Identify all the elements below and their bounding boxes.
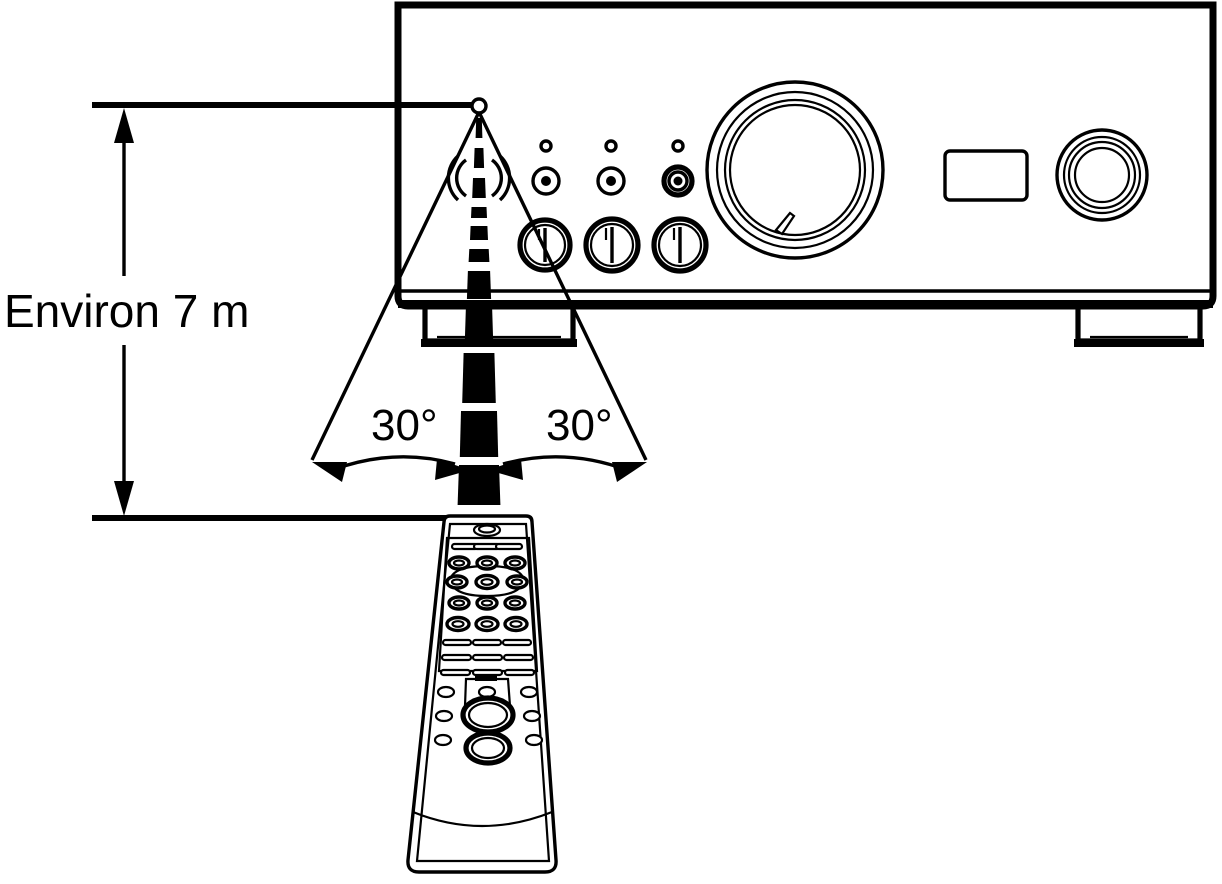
remote-subpanel-tab (475, 676, 497, 681)
remote-bottom-band (412, 810, 553, 828)
remote-round-button (474, 573, 500, 591)
cone-edge-right (477, 111, 648, 461)
remote-large-button-upper[interactable] (460, 695, 516, 735)
dimension-arrow-up (114, 108, 134, 276)
small-knob-3[interactable] (651, 216, 709, 274)
remote-round-button (447, 595, 471, 611)
angle-arc-left (312, 455, 470, 482)
remote-round-button (447, 555, 471, 571)
small-knob-group[interactable] (517, 216, 709, 274)
selector-knob[interactable] (1055, 128, 1149, 222)
beam-apex-point (470, 97, 488, 115)
indicator-led-3 (671, 139, 685, 153)
remote-round-button (445, 615, 471, 633)
remote-round-button-grid[interactable] (445, 555, 529, 633)
remote-control (406, 514, 558, 874)
remote-large-button-lower[interactable] (463, 730, 513, 766)
remote-round-button (503, 595, 527, 611)
jack-2[interactable] (596, 166, 626, 196)
amplifier-foot-right (1074, 306, 1204, 347)
angle-arc-right (488, 455, 647, 482)
indicator-led-2 (604, 139, 618, 153)
remote-round-button (475, 555, 499, 571)
indicator-led-group (539, 139, 685, 153)
jack-3[interactable] (661, 164, 695, 198)
amplifier-foot-left (421, 306, 577, 347)
amplifier-unit (394, 1, 1217, 347)
remote-keypad-panel (437, 536, 539, 673)
remote-body-inner-edge (415, 522, 551, 863)
remote-round-button (474, 615, 500, 633)
remote-round-button (505, 574, 529, 590)
remote-power-button[interactable] (472, 522, 502, 538)
ir-beam-cone: 30° 30° (310, 97, 648, 505)
remote-bar-row-top[interactable] (450, 542, 524, 551)
indicator-led-1 (539, 139, 553, 153)
ir-beam-dashes (457, 118, 501, 505)
remote-round-button (445, 574, 469, 590)
remote-round-button (475, 595, 499, 611)
cone-edge-left (310, 111, 481, 461)
distance-label: Environ 7 m (4, 285, 249, 337)
angle-label-left: 30° (371, 401, 438, 450)
ir-sensor-waves (446, 154, 512, 202)
volume-knob[interactable] (705, 80, 885, 260)
angle-label-right: 30° (546, 401, 613, 450)
jack-group[interactable] (531, 164, 695, 198)
display-window (943, 149, 1029, 202)
remote-bar-row-bottom[interactable] (439, 638, 536, 677)
remote-lower-small-buttons[interactable] (433, 685, 544, 747)
dimension-arrow-down (114, 345, 134, 516)
remote-round-button (503, 555, 527, 571)
remote-round-button (503, 615, 529, 633)
volume-knob-indicator (774, 211, 796, 236)
small-knob-2[interactable] (583, 216, 641, 274)
jack-1[interactable] (531, 166, 561, 196)
small-knob-1[interactable] (517, 217, 573, 273)
